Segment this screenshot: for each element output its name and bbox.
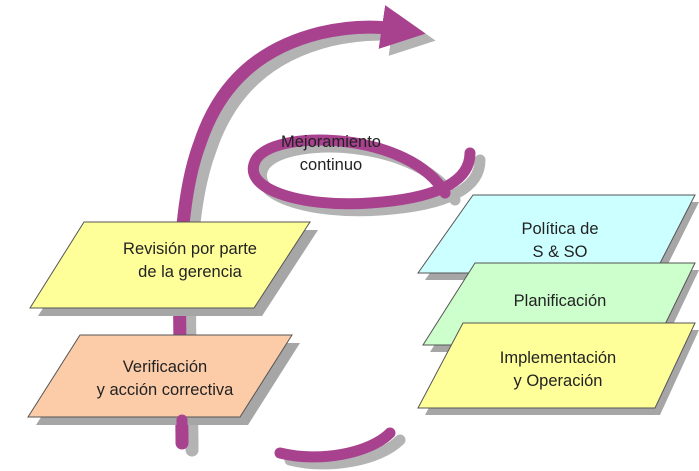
stage-label-planificacion: Planificación	[490, 290, 630, 313]
stage-box-implementacion	[417, 322, 699, 415]
implementacion-line-2: y Operación	[513, 372, 603, 390]
politica-line-2: S & SO	[532, 243, 588, 261]
cycle-arrow	[173, 5, 476, 463]
stage-label-verificacion: Verificación y acción correctiva	[65, 356, 265, 402]
stage-box-revision	[29, 221, 318, 316]
revision-line-2: de la gerencia	[138, 263, 242, 281]
stage-label-revision: Revisión por parte de la gerencia	[90, 238, 290, 284]
stage-label-implementacion: Implementación y Operación	[478, 347, 638, 393]
stage-box-verificacion	[27, 334, 300, 425]
planificacion-line-1: Planificación	[513, 292, 607, 310]
center-label-line-2: continuo	[299, 156, 363, 174]
verificacion-line-2: y acción correctiva	[96, 381, 234, 399]
center-label-line-1: Mejoramiento	[281, 133, 381, 151]
revision-line-1: Revisión por parte	[123, 240, 257, 258]
verificacion-line-1: Verificación	[122, 358, 208, 376]
implementacion-line-1: Implementación	[499, 349, 617, 367]
center-label: Mejoramiento continuo	[266, 131, 396, 177]
stage-box-politica	[417, 194, 699, 280]
politica-line-1: Política de	[521, 220, 599, 238]
stage-label-politica: Política de S & SO	[490, 218, 630, 264]
